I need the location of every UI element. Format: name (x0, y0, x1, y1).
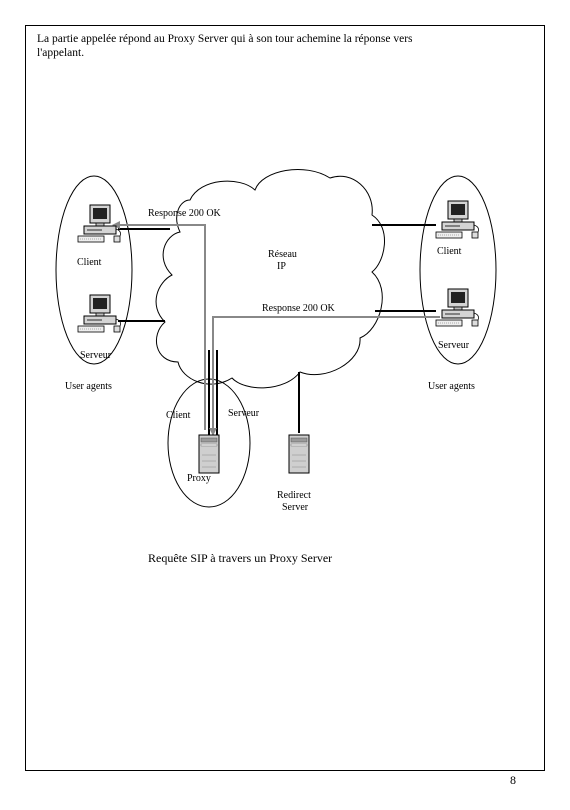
redirect-label-line2: Server (282, 502, 309, 513)
arrow-head-to-client (112, 221, 120, 229)
redirect-server-tower-icon (288, 434, 310, 474)
left-server-label: Serveur (80, 350, 112, 361)
response-top-label: Response 200 OK (148, 208, 222, 219)
left-user-agents-ellipse (55, 175, 133, 365)
left-user-agents-label: User agents (65, 381, 112, 392)
ip-network-cloud (155, 169, 386, 389)
page-number: 8 (510, 773, 516, 787)
intro-paragraph: La partie appelée répond au Proxy Server… (37, 33, 413, 59)
right-user-agents-ellipse (419, 175, 497, 365)
right-server-computer-icon (435, 288, 479, 327)
proxy-server-tower-icon (198, 434, 220, 474)
left-server-computer-icon (77, 294, 121, 333)
redirect-label-line1: Redirect (277, 490, 311, 501)
right-client-label: Client (437, 246, 462, 257)
right-client-computer-icon (435, 200, 479, 239)
left-client-computer-icon (77, 204, 121, 243)
right-user-agents-label: User agents (428, 381, 475, 392)
proxy-label: Proxy (187, 473, 211, 484)
arrow-head-to-proxy (209, 428, 217, 436)
network-label-line2: IP (277, 261, 286, 272)
network-label-line1: Réseau (268, 249, 297, 260)
proxy-client-label: Client (166, 410, 191, 421)
figure-caption: Requête SIP à travers un Proxy Server (148, 551, 332, 565)
response-path-proxy-to-client (118, 224, 206, 430)
right-server-label: Serveur (438, 340, 470, 351)
page-frame (25, 25, 545, 771)
left-client-label: Client (77, 257, 102, 268)
proxy-server-label: Serveur (228, 408, 260, 419)
response-bottom-label: Response 200 OK (262, 303, 336, 314)
response-path-server-to-proxy (212, 316, 440, 428)
